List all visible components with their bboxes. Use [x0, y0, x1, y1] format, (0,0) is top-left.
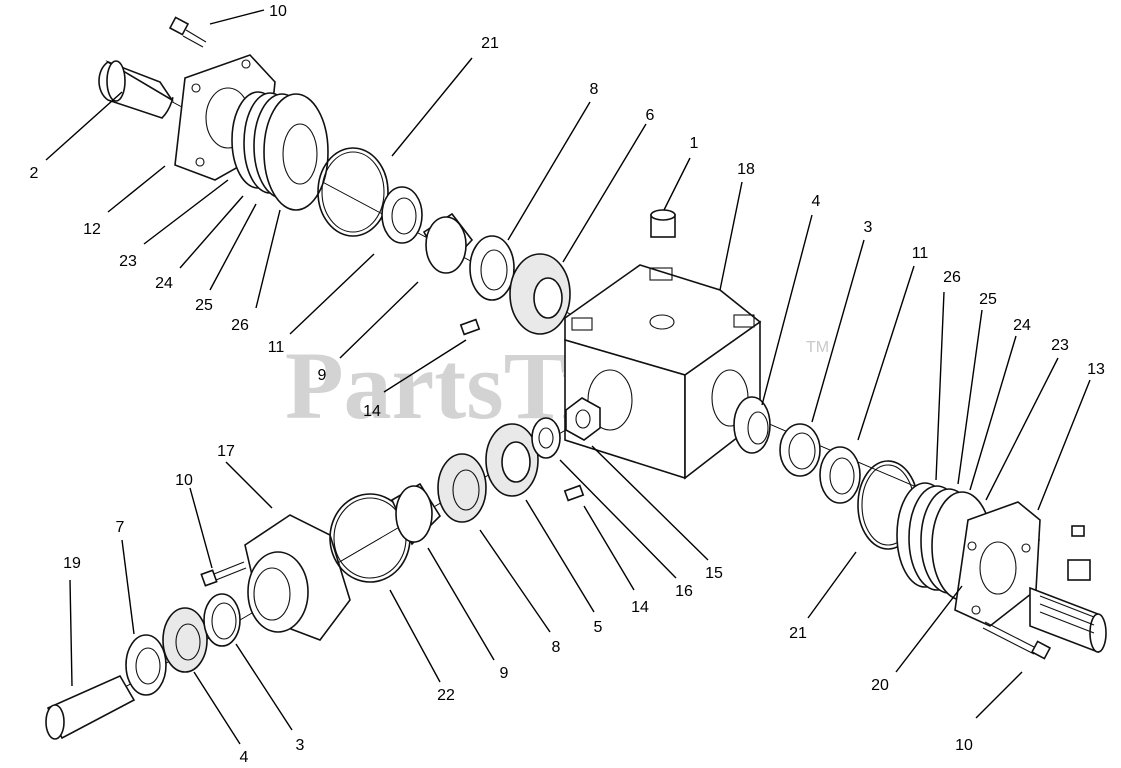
callout-11-right: 11 [912, 245, 929, 262]
callout-21-bottom: 21 [789, 625, 807, 642]
callout-19: 19 [63, 555, 81, 572]
callout-23-right: 23 [1051, 337, 1069, 354]
housing-cap-17 [244, 514, 351, 641]
callout-10-left: 10 [175, 472, 193, 489]
gear-5 [485, 423, 539, 497]
shaft-2 [98, 60, 175, 119]
callout-11-upper: 11 [268, 339, 285, 356]
nut-15 [565, 397, 601, 441]
callout-7: 7 [116, 519, 125, 536]
bearing-11-upper [381, 186, 423, 244]
callout-6: 6 [646, 107, 655, 124]
callout-25-right: 25 [979, 291, 997, 308]
bolt-10-top [168, 16, 207, 48]
gearbox-housing-18 [564, 264, 762, 480]
callout-26-left: 26 [231, 317, 249, 334]
callout-23-left: 23 [119, 253, 137, 270]
callout-24-right: 24 [1013, 317, 1031, 334]
cone-8-lower [437, 453, 487, 523]
callout-24-left: 24 [155, 275, 173, 292]
callout-25-left: 25 [195, 297, 213, 314]
bolt-10-left [200, 561, 247, 587]
callout-15: 15 [705, 565, 723, 582]
callout-5: 5 [594, 619, 603, 636]
callout-12-left: 12 [83, 221, 101, 238]
watermark-trademark: TM [806, 339, 829, 356]
key-14-lower [563, 484, 585, 502]
seal-stack-left [231, 91, 329, 211]
washer-16 [531, 417, 561, 459]
callout-22: 22 [437, 687, 455, 704]
callout-4-bottom: 4 [240, 749, 249, 766]
flange-13 [954, 501, 1041, 627]
elbow-fitting [1067, 525, 1091, 581]
callout-18: 18 [737, 161, 755, 178]
o-ring-21-top [317, 147, 389, 237]
callout-4-right: 4 [812, 193, 821, 210]
bevel-gear-6 [509, 253, 571, 335]
callout-20: 20 [871, 677, 889, 694]
vent-plug-1 [650, 209, 676, 238]
callout-1: 1 [690, 135, 699, 152]
callout-8-upper: 8 [590, 81, 599, 98]
callout-26-right: 26 [943, 269, 961, 286]
shaft-19 [45, 674, 136, 740]
callout-14-upper: 14 [363, 403, 381, 420]
callout-9-lower: 9 [500, 665, 509, 682]
cone-4-bottom [162, 607, 208, 673]
cup-9-lower [390, 482, 442, 546]
callout-3-right: 3 [864, 219, 873, 236]
cone-8-upper [469, 235, 515, 301]
callout-8-lower: 8 [552, 639, 561, 656]
callout-21-top: 21 [481, 35, 499, 52]
callout-2: 2 [30, 165, 39, 182]
cone-4-right [733, 396, 771, 454]
callout-3-bottom: 3 [296, 737, 305, 754]
callout-10-top: 10 [269, 3, 287, 20]
cup-3-bottom [203, 593, 241, 647]
callout-9-upper: 9 [318, 367, 327, 384]
splined-shaft [1029, 586, 1107, 654]
callout-labels: 10 2 12 23 24 25 26 21 11 9 8 6 14 1 18 … [30, 3, 1105, 766]
callout-13: 13 [1087, 361, 1105, 378]
bearing-11-right [819, 446, 861, 504]
leader-lines [45, 9, 1091, 745]
callout-10-bottom: 10 [955, 737, 973, 754]
callout-14-lower: 14 [631, 599, 649, 616]
bolt-10-bottom [982, 621, 1052, 660]
cup-3-right [779, 423, 821, 477]
key-14-upper [459, 318, 481, 336]
callout-16: 16 [675, 583, 693, 600]
seal-7 [125, 634, 167, 696]
callout-17: 17 [217, 443, 235, 460]
cup-9-upper [422, 212, 474, 274]
